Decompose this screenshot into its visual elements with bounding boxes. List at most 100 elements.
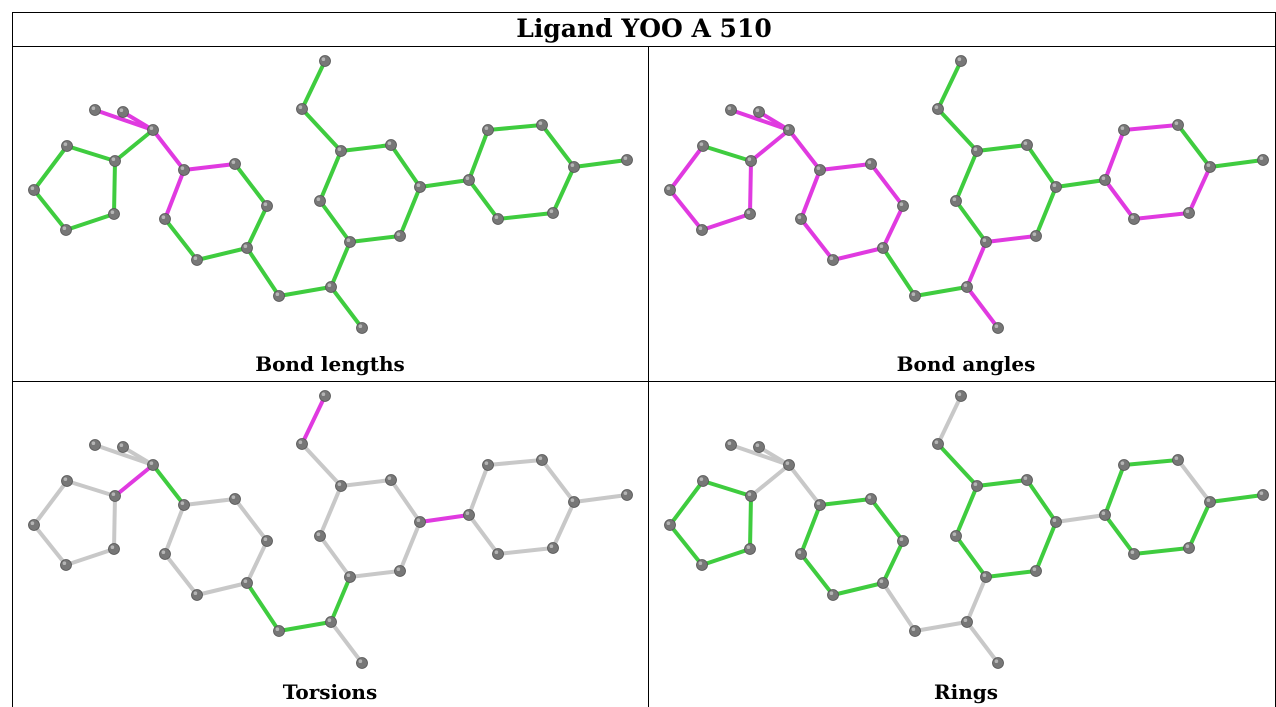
atom-highlight-30 bbox=[549, 544, 554, 548]
atom-highlight-15 bbox=[963, 618, 968, 622]
bond-6 bbox=[32, 188, 68, 232]
atom-highlight-6 bbox=[746, 545, 751, 549]
bond-24 bbox=[348, 569, 402, 579]
atom-15 bbox=[325, 281, 337, 293]
atom-7 bbox=[60, 224, 72, 236]
bond-23 bbox=[1034, 185, 1058, 238]
atom-highlight-24 bbox=[1032, 232, 1037, 236]
figure-title: Ligand YOO A 510 bbox=[516, 14, 772, 43]
atom-31 bbox=[1128, 213, 1140, 225]
atom-4 bbox=[61, 140, 73, 152]
bond-32 bbox=[1187, 165, 1212, 215]
atom-6 bbox=[744, 208, 756, 220]
atom-27 bbox=[1172, 454, 1184, 466]
bond-1 bbox=[93, 108, 155, 132]
bond-8 bbox=[112, 159, 117, 216]
atom-highlight-25 bbox=[1101, 511, 1106, 515]
atom-10 bbox=[897, 535, 909, 547]
bond-7 bbox=[64, 212, 116, 232]
atom-5 bbox=[745, 155, 757, 167]
panel-bond-lengths bbox=[28, 55, 633, 334]
atom-25 bbox=[463, 509, 475, 521]
bond-11 bbox=[245, 204, 269, 250]
atom-highlight-4 bbox=[699, 477, 704, 481]
bond-24 bbox=[984, 569, 1038, 579]
bond-14 bbox=[163, 503, 186, 556]
atom-highlight-3 bbox=[666, 186, 671, 190]
atom-highlight-14 bbox=[911, 292, 916, 296]
atom-highlight-23 bbox=[346, 238, 351, 242]
atom-highlight-18 bbox=[298, 105, 303, 109]
atom-4 bbox=[697, 475, 709, 487]
bond-9 bbox=[818, 162, 873, 172]
bond-34 bbox=[467, 513, 500, 556]
atom-highlight-23 bbox=[982, 573, 987, 577]
bond-16 bbox=[277, 620, 333, 633]
bond-18 bbox=[329, 240, 352, 289]
atom-highlight-29 bbox=[623, 156, 628, 160]
atom-highlight-16 bbox=[994, 324, 999, 329]
atom-highlight-24 bbox=[396, 567, 401, 571]
bond-26 bbox=[954, 484, 979, 538]
atom-28 bbox=[1204, 496, 1216, 508]
atom-highlight-7 bbox=[62, 226, 67, 230]
atom-highlight-4 bbox=[63, 477, 68, 481]
atom-highlight-8 bbox=[180, 166, 185, 170]
atom-highlight-28 bbox=[570, 163, 575, 167]
bond-2 bbox=[749, 128, 791, 163]
atom-6 bbox=[744, 543, 756, 555]
bond-30 bbox=[540, 123, 576, 169]
atom-31 bbox=[492, 213, 504, 225]
atom-highlight-6 bbox=[110, 210, 115, 214]
atom-12 bbox=[191, 254, 203, 266]
bond-28 bbox=[1103, 128, 1126, 182]
atom-28 bbox=[568, 161, 580, 173]
bond-26 bbox=[318, 484, 343, 538]
atom-22 bbox=[314, 530, 326, 542]
atom-14 bbox=[273, 290, 285, 302]
atom-21 bbox=[414, 516, 426, 528]
bond-6 bbox=[668, 188, 704, 232]
atom-highlight-28 bbox=[570, 498, 575, 502]
bond-8 bbox=[748, 494, 753, 551]
bond-16 bbox=[277, 285, 333, 298]
atom-6 bbox=[108, 208, 120, 220]
atom-highlight-21 bbox=[1052, 518, 1057, 522]
atom-18 bbox=[296, 438, 308, 450]
atom-8 bbox=[814, 499, 826, 511]
atom-highlight-19 bbox=[337, 482, 342, 486]
atom-26 bbox=[482, 459, 494, 471]
bond-12 bbox=[831, 246, 885, 262]
bond-2 bbox=[113, 463, 155, 498]
bond-19 bbox=[300, 59, 327, 111]
bond-21 bbox=[339, 478, 393, 488]
atom-11 bbox=[159, 213, 171, 225]
atom-highlight-22 bbox=[952, 532, 957, 536]
atom-3 bbox=[664, 184, 676, 196]
atom-16 bbox=[992, 657, 1004, 669]
atom-4 bbox=[697, 140, 709, 152]
bond-25 bbox=[954, 534, 988, 579]
panel-rings bbox=[664, 390, 1269, 669]
bond-12 bbox=[195, 246, 249, 262]
bond-20 bbox=[936, 107, 979, 153]
atom-31 bbox=[492, 548, 504, 560]
bond-30 bbox=[1176, 123, 1212, 169]
atom-7 bbox=[696, 224, 708, 236]
atom-highlight-20 bbox=[387, 476, 392, 480]
atom-17 bbox=[319, 55, 331, 67]
bond-3 bbox=[151, 463, 186, 507]
bond-12 bbox=[195, 581, 249, 597]
bond-22 bbox=[1025, 143, 1058, 189]
atom-highlight-2 bbox=[149, 126, 154, 130]
panel-bond-angles bbox=[664, 55, 1269, 334]
atom-highlight-18 bbox=[934, 105, 939, 109]
bond-30 bbox=[540, 458, 576, 504]
atom-highlight-3 bbox=[666, 521, 671, 525]
atom-highlight-31 bbox=[494, 215, 499, 219]
atom-25 bbox=[1099, 174, 1111, 186]
atom-21 bbox=[1050, 516, 1062, 528]
atom-highlight-17 bbox=[321, 392, 326, 396]
atom-11 bbox=[159, 548, 171, 560]
bond-9 bbox=[818, 497, 873, 507]
